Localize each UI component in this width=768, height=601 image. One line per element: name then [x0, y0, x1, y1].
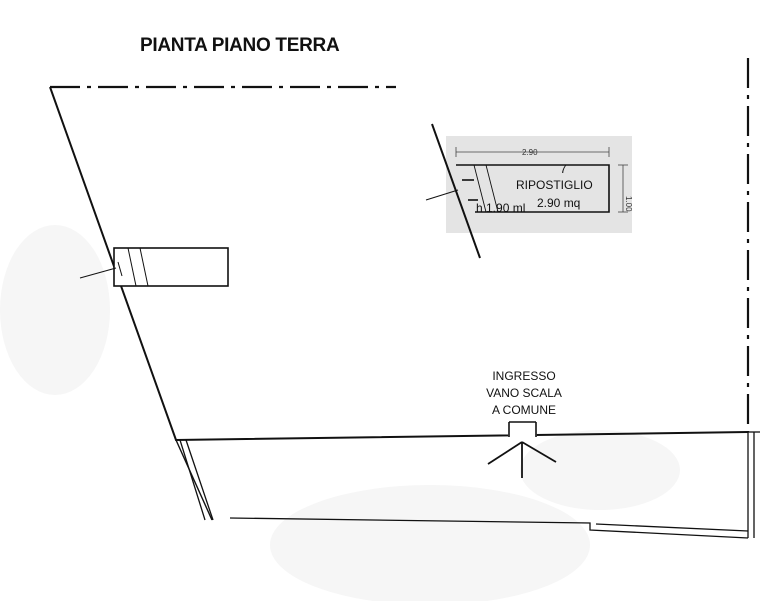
entrance-line-2: VANO SCALA	[486, 386, 562, 400]
storage-room-walls	[425, 164, 610, 213]
background-ghost-shapes	[0, 225, 680, 601]
entrance-label: INGRESSO VANO SCALA A COMUNE	[486, 369, 562, 417]
storage-room-height: h 1.90 ml	[476, 201, 525, 215]
storage-room-number: 7	[560, 162, 567, 176]
plan-title: PIANTA PIANO TERRA	[140, 35, 340, 56]
dimension-depth-label: 1.00	[624, 196, 633, 212]
storage-room-area: 2.90 mq	[537, 196, 580, 210]
entrance-door-opening	[508, 421, 537, 438]
left-window-opening	[79, 247, 229, 287]
entrance-line-3: A COMUNE	[492, 403, 556, 417]
dimension-lines	[455, 147, 628, 213]
left-inner-wall	[175, 439, 213, 521]
lower-courtyard-outline	[179, 431, 760, 539]
entrance-arrow-icon	[487, 441, 557, 478]
storage-room-name: RIPOSTIGLIO	[516, 178, 593, 192]
boundary-dashdot-lines	[50, 58, 750, 432]
entrance-line-1: INGRESSO	[492, 369, 555, 383]
dimension-width-label: 2.90	[522, 148, 538, 157]
